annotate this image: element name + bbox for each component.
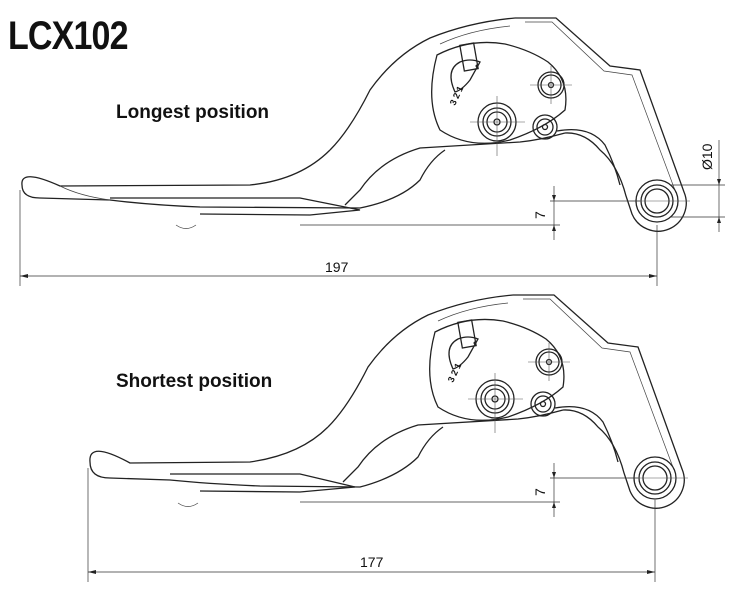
length-dimension: 177 [360, 554, 384, 570]
diameter-dimension: Ø10 [699, 143, 715, 170]
position-scale: 3 2 1 [446, 361, 464, 383]
longest-lever: 3 2 1 [21, 17, 691, 232]
offset-dimension: 7 [532, 488, 548, 496]
longest-dimensions: 197 7 Ø10 [19, 140, 725, 286]
position-scale: 3 2 1 [448, 84, 466, 106]
offset-dimension: 7 [532, 211, 548, 219]
model-title: LCX102 [8, 14, 128, 58]
longest-position-label: Longest position [116, 102, 270, 123]
shortest-position-label: Shortest position [116, 371, 273, 392]
shortest-lever: 3 2 1 [89, 294, 689, 509]
shortest-dimensions: 177 7 [87, 463, 656, 582]
length-dimension: 197 [325, 259, 349, 275]
